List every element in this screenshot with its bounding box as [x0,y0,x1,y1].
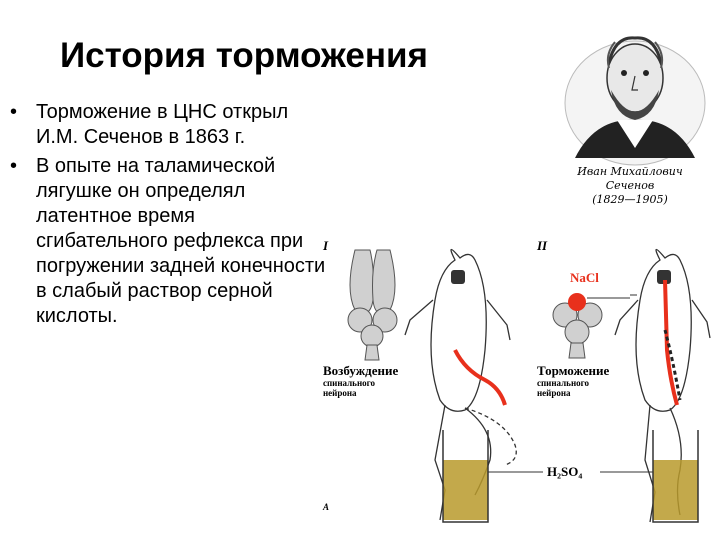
caption-years: (1829—1905) [560,193,700,207]
bullet-marker: • [10,154,17,179]
bullet-item: • В опыте на таламической лягушке он опр… [10,154,330,329]
label-excitation-sub-2: нейрона [323,388,357,398]
frog-brain-1 [348,250,397,360]
panel-label-1: I [322,238,329,253]
label-inhibition-sub-1: спинального [537,378,589,388]
label-inhibition: Торможение [537,363,609,378]
caption-name: Иван Михайлович [560,165,700,179]
bullet-text: Торможение в ЦНС открыл И.М. Сеченов в 1… [36,101,288,148]
bullet-marker: • [10,100,17,125]
sechenov-portrait [555,8,715,168]
corner-mark: A [322,502,329,512]
bullet-item: • Торможение в ЦНС открыл И.М. Сеченов в… [10,100,330,150]
acid-beaker-1 [443,430,488,522]
slide-title: История торможения [60,36,428,76]
label-excitation: Возбуждение [323,363,398,378]
bullet-list: • Торможение в ЦНС открыл И.М. Сеченов в… [10,100,330,333]
caption-surname: Сеченов [560,179,700,193]
panel-label-2: II [536,238,548,253]
portrait-caption: Иван Михайлович Сеченов (1829—1905) [560,165,700,207]
frog-brain-2 [553,293,602,358]
label-acid: H₂SO₄ [547,464,582,479]
acid-beaker-2 [653,430,698,522]
label-nacl: NaCl [570,270,599,285]
label-excitation-sub-1: спинального [323,378,375,388]
label-inhibition-sub-2: нейрона [537,388,571,398]
experiment-diagram: I II A Возбуждение спинального нейрона Т… [315,230,715,540]
bullet-text: В опыте на таламической лягушке он опред… [36,155,325,327]
